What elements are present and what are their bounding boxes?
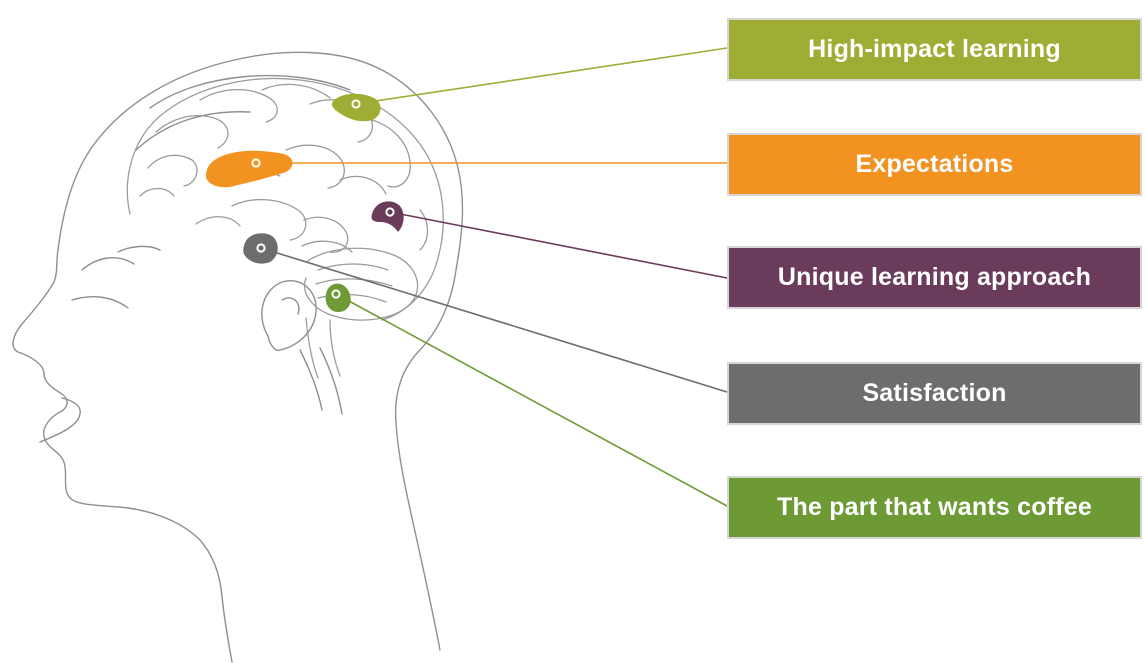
anchor-high-impact-learning — [351, 99, 361, 109]
connector-lines — [256, 47, 728, 507]
anchor-points — [251, 99, 395, 299]
brain-outline-icon — [126, 77, 444, 379]
head-profile-outline-icon — [12, 51, 464, 663]
anchor-satisfaction — [256, 243, 266, 253]
anchor-expectations — [251, 158, 261, 168]
connector-unique-learning-approach — [389, 211, 728, 279]
satisfaction-region — [243, 233, 278, 264]
connector-high-impact-learning — [355, 47, 728, 105]
anchor-unique-learning-approach — [385, 207, 395, 217]
brain-regions — [206, 93, 404, 312]
unique-learning-approach-region — [371, 201, 404, 232]
label-high-impact-learning: High-impact learning — [727, 18, 1142, 81]
label-satisfaction: Satisfaction — [727, 362, 1142, 425]
label-coffee: The part that wants coffee — [727, 476, 1142, 539]
connector-coffee — [335, 293, 728, 507]
connector-satisfaction — [260, 247, 728, 393]
expectations-region — [206, 150, 293, 188]
label-unique-learning-approach: Unique learning approach — [727, 246, 1142, 309]
label-expectations: Expectations — [727, 133, 1142, 196]
anchor-coffee — [331, 289, 341, 299]
